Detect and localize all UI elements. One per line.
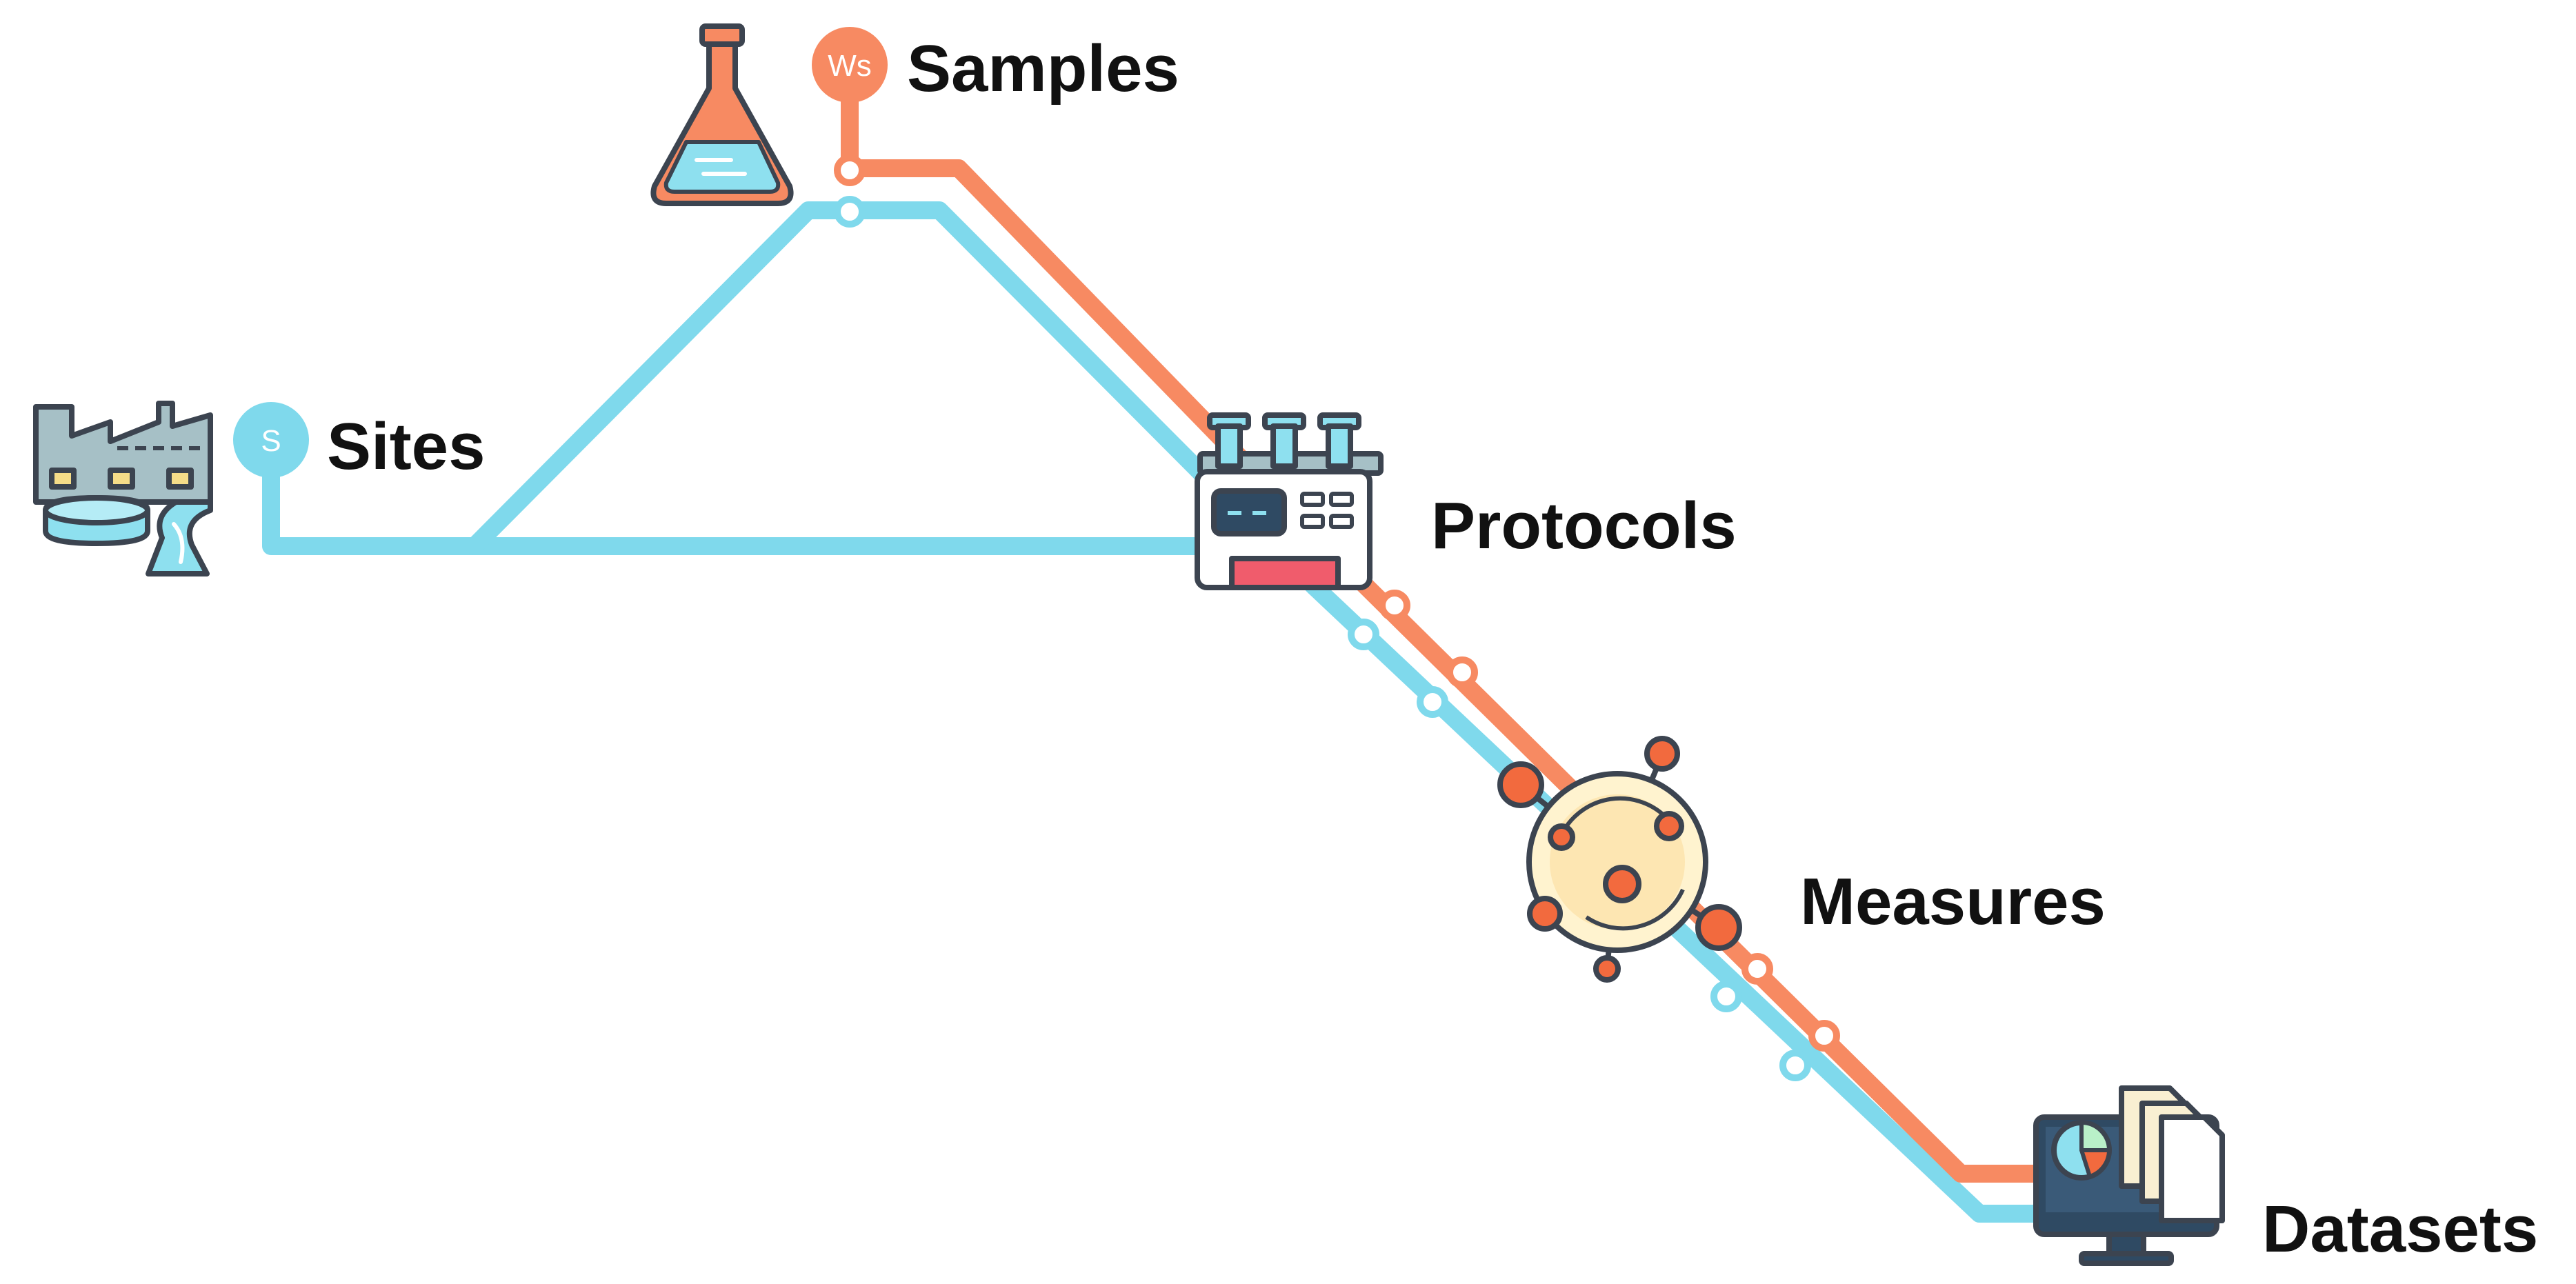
samples-badge-circle xyxy=(812,27,888,103)
test-tube xyxy=(1270,423,1298,469)
monitor-base xyxy=(2079,1251,2174,1266)
molecule-icon xyxy=(1497,736,1742,983)
molecule-atom xyxy=(1644,736,1680,772)
samples-label: Samples xyxy=(907,32,1179,106)
molecule-orbit xyxy=(1585,888,1685,931)
molecule-orbit xyxy=(1564,796,1664,829)
station-dot xyxy=(1417,686,1448,718)
factory-window xyxy=(166,468,194,490)
blue-line-upper-branch xyxy=(466,201,2075,1223)
factory-window xyxy=(49,468,77,490)
station-dot xyxy=(834,196,866,228)
blue-stations xyxy=(834,196,1811,1081)
datasets-label: Datasets xyxy=(2262,1192,2538,1266)
machine-button xyxy=(1329,514,1354,529)
factory-icon xyxy=(33,401,213,576)
sites-label: Sites xyxy=(327,410,485,483)
machine-button xyxy=(1300,492,1325,507)
station-dot xyxy=(1779,1050,1811,1081)
orange-stations xyxy=(834,154,1840,1052)
station-dot xyxy=(1741,953,1773,985)
machine-button xyxy=(1329,492,1354,507)
molecule-atom xyxy=(1603,865,1641,903)
station-dot xyxy=(834,154,866,186)
station-dot xyxy=(1808,1020,1840,1052)
pie-slice xyxy=(2079,1148,2111,1178)
station-dot xyxy=(1348,619,1379,650)
test-tube xyxy=(1215,423,1243,469)
protocols-label: Protocols xyxy=(1431,489,1737,563)
samples-badge: Ws xyxy=(812,27,888,103)
molecule-atom xyxy=(1695,904,1742,951)
flask-liquid xyxy=(663,140,781,194)
station-dot xyxy=(1446,656,1478,688)
factory-stream-ripple xyxy=(172,522,185,564)
sites-badge-text: S xyxy=(261,424,281,458)
molecule-atom xyxy=(1548,823,1575,851)
molecule-atom xyxy=(1497,761,1544,808)
flask-icon xyxy=(650,23,794,206)
test-tube xyxy=(1326,423,1353,469)
orange-line-path xyxy=(841,74,2075,1183)
sites-badge: S xyxy=(233,402,309,478)
factory-tank-top xyxy=(43,495,150,525)
molecule-atom xyxy=(1527,896,1563,932)
molecule-atom xyxy=(1593,955,1621,983)
molecule-atom xyxy=(1654,811,1684,841)
document-front xyxy=(2159,1114,2225,1223)
lab-machine-icon xyxy=(1195,412,1384,590)
monitor-documents-icon xyxy=(2033,1085,2225,1266)
sites-badge-circle xyxy=(233,402,309,478)
station-dot xyxy=(1379,590,1410,621)
factory-window xyxy=(108,468,135,490)
machine-button xyxy=(1300,514,1325,529)
machine-drawer xyxy=(1229,556,1341,590)
measures-label: Measures xyxy=(1800,865,2106,939)
molecule-core xyxy=(1550,794,1685,930)
orange-line xyxy=(841,74,2075,1183)
machine-screen xyxy=(1211,488,1287,536)
pie-slice xyxy=(2079,1121,2111,1152)
samples-badge-text: Ws xyxy=(828,49,872,83)
station-dot xyxy=(1710,981,1742,1012)
